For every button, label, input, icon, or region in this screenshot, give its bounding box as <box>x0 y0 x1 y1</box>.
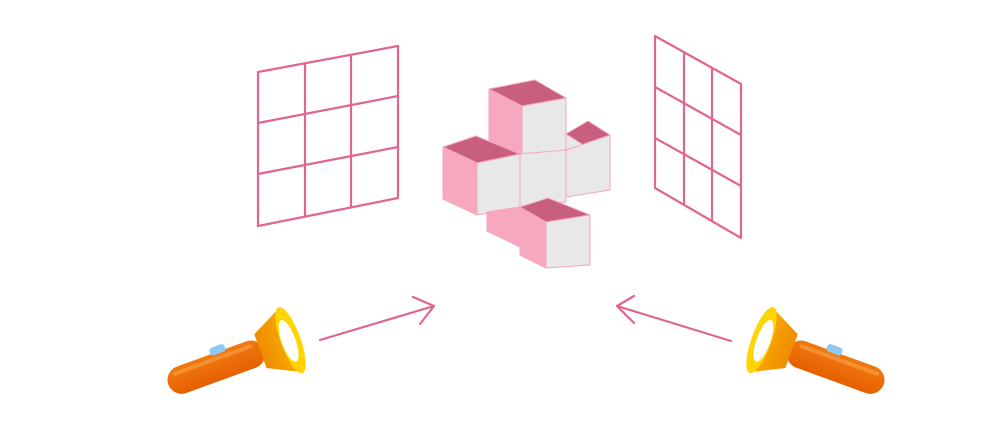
left-flashlight-icon <box>167 307 306 394</box>
left-arrow-icon <box>318 295 436 342</box>
right-projection-grid <box>653 34 743 240</box>
left-grid-frame <box>256 44 400 228</box>
cube-right-front <box>565 134 611 198</box>
right-grid-row-line-1 <box>654 86 742 136</box>
cube-top <box>488 79 567 157</box>
left-arrow-shaft <box>318 304 436 342</box>
right-arrow-head <box>615 294 636 325</box>
right-grid-row-line-2 <box>654 137 742 187</box>
cube-center <box>519 149 567 208</box>
right-arrow-shaft <box>615 304 733 343</box>
cube-left <box>442 135 521 216</box>
left-arrow-head <box>411 295 436 326</box>
right-flashlight-icon <box>746 307 885 394</box>
left-grid-row-line-1 <box>257 94 399 125</box>
left-grid-row-line-2 <box>257 145 399 176</box>
cube-cluster <box>442 79 611 269</box>
left-projection-grid <box>256 44 400 228</box>
right-arrow-icon <box>615 294 733 343</box>
cube-bottom <box>486 197 591 269</box>
right-grid-frame <box>653 34 743 240</box>
